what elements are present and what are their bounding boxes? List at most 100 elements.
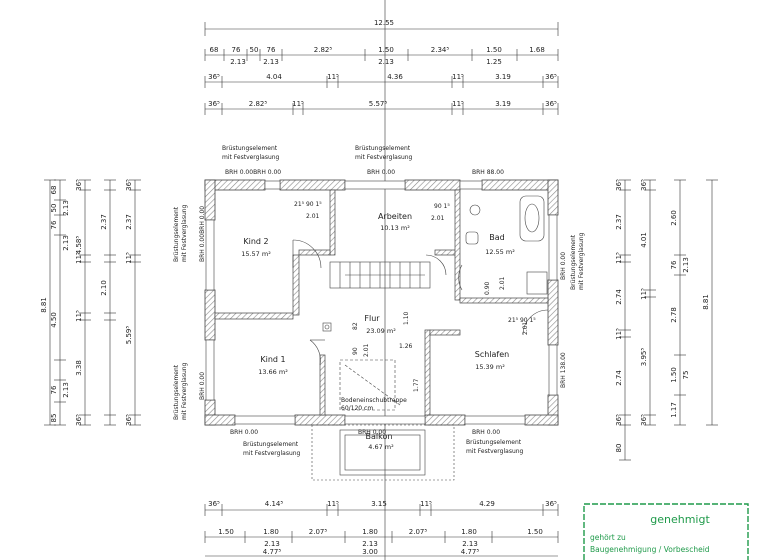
window-openings [205, 180, 558, 425]
dim-label: 4.50 [50, 312, 58, 328]
room-area-kind2: 15.57 m² [241, 250, 271, 258]
dim-label: 2.82⁵ [314, 46, 333, 54]
dim-label: 2.74 [615, 370, 623, 386]
dim-label: 3.19 [495, 73, 511, 81]
dim-label: 4.77⁵ [263, 548, 282, 556]
dim-label: 2.13 [263, 58, 279, 66]
dim-label: 2.07⁵ [409, 528, 428, 536]
brh-label: BRH 88.00 [472, 169, 504, 176]
dim-label: 21⁵ 90 1⁵ [294, 201, 322, 208]
dim-label: 1.17 [670, 402, 678, 418]
dim-label: 2.01 [306, 213, 320, 220]
stair-size: 60/120 cm [341, 405, 373, 412]
glazing-label: mit Festverglasung [466, 448, 524, 455]
dim-label: 36⁵ [640, 179, 648, 191]
dim-label: 36⁵ [75, 179, 83, 191]
dim-label: 76 [670, 260, 678, 269]
dim-left-total: 8.81 [40, 297, 48, 313]
dim-label: 3.38 [75, 360, 83, 376]
brh-label: BRH 0.00 [199, 372, 206, 400]
dim-label: 11⁵ [327, 500, 339, 508]
bottom-row1-labels: 36⁵ 4.14⁵ 11⁵ 3.15 11⁵ 4.29 36⁵ [208, 500, 557, 508]
dim-label: 2.13 [230, 58, 246, 66]
glazing-label: mit Festverglasung [181, 362, 188, 420]
dim-label: 2.13 [682, 257, 690, 273]
stamp-line-2: Baugenehmigung / Vorbescheid [590, 545, 710, 554]
brh-label: BRH 0.00 [472, 429, 500, 436]
dim-label: 2.13 [264, 540, 280, 548]
dim-label: 1.77 [413, 378, 420, 392]
dim-label: 90 [352, 347, 359, 355]
dim-label: 3.95⁵ [640, 348, 648, 367]
dim-label: 2.37 [615, 214, 623, 230]
room-name-arbeiten: Arbeiten [378, 212, 412, 221]
dim-label: 4.36 [387, 73, 403, 81]
room-name-bad: Bad [489, 233, 504, 242]
dim-label: 5.59⁵ [125, 326, 133, 345]
brh-label: BRH 0.00 [358, 429, 386, 436]
dim-label: 2.13 [62, 235, 70, 251]
dim-label: 36⁵ [545, 73, 557, 81]
dim-label: 4.58⁵ [75, 236, 83, 255]
dim-label: 2.13 [462, 540, 478, 548]
dim-total-width: 12.55 [374, 19, 394, 27]
inner-dimensions: 21⁵ 90 1⁵ 2.01 90 1⁵ 2.01 0.90 2.01 21⁵ … [294, 201, 536, 392]
dim-label: 75 [682, 371, 690, 380]
room-area-bad: 12.55 m² [485, 248, 515, 256]
brh-label: BRH 138.00 [560, 352, 567, 388]
dim-label: 2.34⁵ [431, 46, 450, 54]
dim-label: 36⁵ [545, 100, 557, 108]
brh-label: BRH 0.00 [230, 429, 258, 436]
dim-label: 2.13 [378, 58, 394, 66]
glazing-label: Brüstungselement [466, 439, 522, 446]
brh-label: BRH 0.00BRH 0.00 [225, 169, 281, 176]
dim-label: 1.50 [218, 528, 234, 536]
dim-label: 76 [232, 46, 241, 54]
right-col1-labels: 80 36⁵ 2.74 11⁵ 2.74 11⁵ 2.37 36⁵ [615, 179, 623, 453]
dim-label: 82 [352, 322, 359, 330]
dim-label: 2.37 [125, 214, 133, 230]
room-name-kind1: Kind 1 [260, 355, 285, 364]
left-col3-labels: 36⁵ 5.59⁵ 11⁵ 2.37 36⁵ [125, 179, 133, 426]
dim-label: 36⁵ [208, 73, 220, 81]
room-name-kind2: Kind 2 [243, 237, 268, 246]
dim-label: 2.01 [499, 276, 506, 290]
dim-label: 4.29 [479, 500, 495, 508]
dim-label: 21⁵ 90 1⁵ [508, 317, 536, 324]
dim-label: 1.50 [670, 367, 678, 383]
room-name-schlafen: Schlafen [475, 350, 509, 359]
stamp-title: genehmigt [650, 513, 710, 526]
dim-label: 36⁵ [545, 500, 557, 508]
dim-label: 1.10 [403, 311, 410, 325]
dim-label: 11⁵ [292, 100, 304, 108]
dim-label: 1.50 [527, 528, 543, 536]
dim-label: 85 [50, 414, 58, 423]
bottom-glazing-labels: BRH 0.00 BRH 0.00 BRH 0.00 Brüstungselem… [230, 429, 524, 457]
room-area-kind1: 13.66 m² [258, 368, 288, 376]
dim-label: 2.01 [522, 321, 529, 335]
dim-label: 76 [50, 220, 58, 229]
balcony [311, 424, 455, 481]
top-row1-labels: 68 76 50 76 2.82⁵ 1.50 2.34⁵ 1.50 1.68 2… [210, 46, 545, 66]
dim-label: 11⁵ [452, 100, 464, 108]
dim-label: 2.74 [615, 289, 623, 305]
dim-label: 2.01 [363, 343, 370, 357]
room-area-schlafen: 15.39 m² [475, 363, 505, 371]
dim-label: 2.78 [670, 307, 678, 323]
dim-label: 11⁵ [452, 73, 464, 81]
glazing-label: Brüstungselement [222, 145, 278, 152]
dim-label: 36⁵ [640, 414, 648, 426]
glazing-label: Brüstungselement [570, 234, 577, 290]
glazing-label: mit Festverglasung [181, 204, 188, 262]
dim-label: 11⁵ [125, 252, 133, 264]
dim-label: 1.50 [486, 46, 502, 54]
right-dimensions [619, 179, 718, 461]
dim-label: 50 [250, 46, 259, 54]
dim-label: 36⁵ [208, 100, 220, 108]
glazing-label: Brüstungselement [243, 441, 299, 448]
stamp-line-1: gehört zu [590, 533, 626, 542]
dim-label: 2.07⁵ [309, 528, 328, 536]
dim-label: 0.90 [484, 281, 491, 295]
dim-label: 80 [615, 444, 623, 453]
glazing-label: mit Festverglasung [578, 232, 585, 290]
